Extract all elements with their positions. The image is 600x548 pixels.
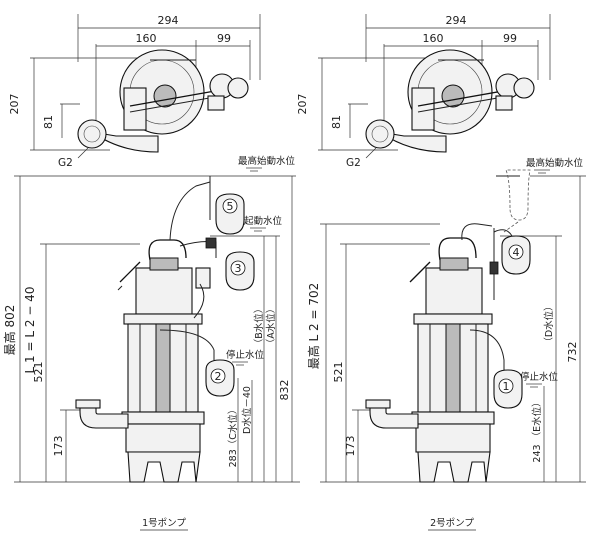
dim-81-label-2: 81	[330, 115, 343, 129]
label-stop-level: 停止水位	[226, 349, 265, 361]
float-5-label: 5	[227, 200, 234, 213]
dim-732-label: 732	[566, 342, 579, 363]
pump-2-caption: 2号ポンプ	[430, 518, 474, 529]
dim-b-level-label: （B水位）	[253, 304, 265, 349]
label-max-start-level-2: 最高始動水位	[526, 157, 584, 169]
dim-max-l2-label: 最高 L 2 = 702	[306, 283, 321, 370]
dim-99-label: 99	[217, 32, 231, 45]
outlet-g2-label: G2	[58, 157, 73, 169]
dim-294-label: 294	[158, 14, 179, 27]
float-1-label: 1	[503, 380, 510, 393]
dim-max-802-label: 最高 802	[2, 305, 17, 356]
dim-243-e-level-label: 243 （E水位）	[531, 397, 543, 462]
label-max-start-level: 最高始動水位	[238, 155, 296, 167]
elevation-pump-1: 最高 802 L 1 = L 2 − 40 521 173 283（C水位） D…	[2, 155, 300, 531]
pump-1-caption: 1号ポンプ	[142, 518, 186, 529]
dim-294-label-2: 294	[446, 14, 467, 27]
dim-99-label-2: 99	[503, 32, 517, 45]
float-2-label: 2	[215, 370, 222, 383]
plan-view-pump-2: 294 160 99 207 81 G2	[296, 14, 551, 169]
dim-521-label: 521	[32, 362, 45, 383]
dim-173-label-2: 173	[344, 436, 357, 457]
dim-207-label: 207	[8, 94, 21, 115]
float-4-label: 4	[513, 246, 520, 259]
dim-l1-label: L 1 = L 2 − 40	[23, 287, 37, 374]
elevation-pump-2: 最高 L 2 = 702 521 173 243 （E水位） （D水位） 732…	[306, 157, 586, 531]
dim-283-c-level-label: 283（C水位）	[227, 405, 239, 468]
dim-81-label: 81	[42, 115, 55, 129]
float-3-label: 3	[235, 262, 242, 275]
dim-a-level-label: （A水位）	[265, 304, 277, 349]
label-stop-level-2: 停止水位	[520, 371, 559, 383]
dim-160-label: 160	[136, 32, 157, 45]
dim-d-level-40-label: D水位－40	[241, 386, 253, 434]
dim-832-label: 832	[278, 380, 291, 401]
dim-160-label-2: 160	[423, 32, 444, 45]
plan-view-pump-1: 294 160 99 207 81 G2	[8, 14, 261, 169]
dim-207-label-2: 207	[296, 94, 309, 115]
outlet-g2-label-2: G2	[346, 157, 361, 169]
dim-173-label: 173	[52, 436, 65, 457]
dim-d-level-label-2: （D水位）	[543, 301, 555, 346]
label-start-level: 起動水位	[244, 215, 283, 227]
dim-521-label-2: 521	[332, 362, 345, 383]
